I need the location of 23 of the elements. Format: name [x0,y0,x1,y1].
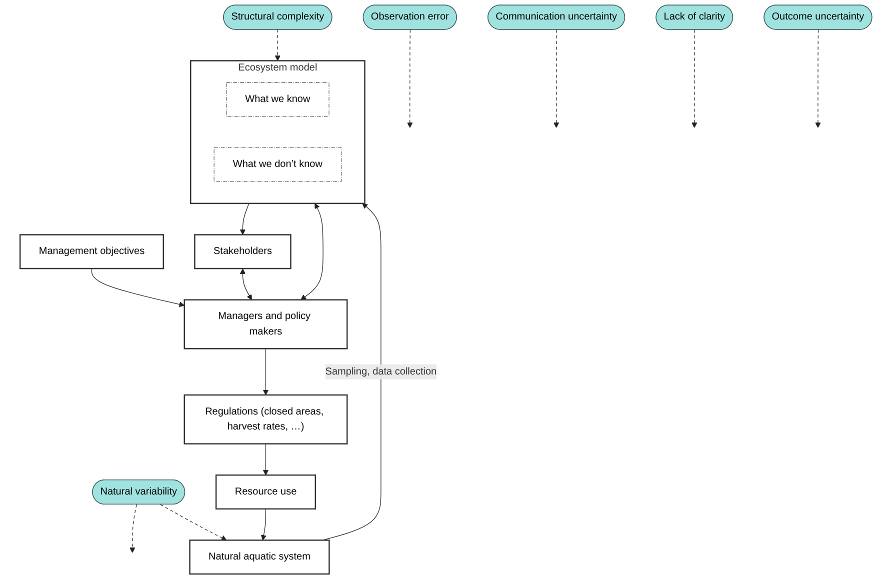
arrow [260,508,266,540]
node-box: Natural aquatic system [189,540,330,575]
node-box: Stakeholders [194,234,292,270]
node-box: Resource use [215,474,316,510]
edge-label: Sampling, data collection [325,366,437,377]
arrow [130,504,137,553]
arrow [263,443,268,476]
arrow [554,29,560,128]
node-box: What we know [226,82,330,117]
arrow [240,268,252,300]
node-box: Regulations (closed areas, harvest rates, …) [184,394,348,444]
arrow [91,268,185,308]
arrow [240,203,250,235]
node-box: What we don’t know [214,147,342,182]
arrow [300,203,324,300]
arrow [815,29,821,128]
arrow [274,29,280,61]
arrow [692,29,698,128]
node-box: Managers and policy makers [184,299,348,350]
arrow [407,29,413,128]
arrow [160,504,227,540]
node-box: Management objectives [19,234,164,270]
arrow [263,348,268,396]
